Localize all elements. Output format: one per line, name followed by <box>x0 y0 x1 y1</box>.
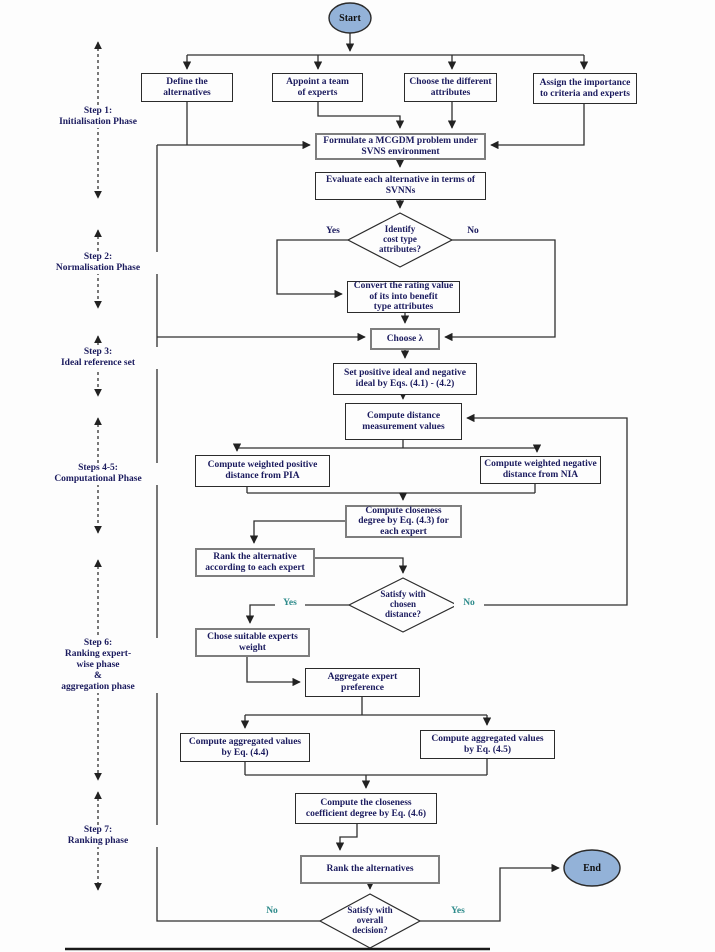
process-rank-alternatives: Rank the alternatives <box>300 855 440 884</box>
process-choose-lambda: Choose λ <box>370 328 440 350</box>
process-chose-weights: Chose suitable experts weight <box>195 628 310 657</box>
connector-merge-weighted <box>246 484 536 494</box>
branch-decision-yes: Yes <box>443 906 473 916</box>
process-formulate-problem: Formulate a MCGDM problem under SVNS env… <box>315 133 486 160</box>
branch-identify-yes: Yes <box>318 226 348 236</box>
connector-decision2-yes <box>245 604 349 624</box>
connector-assign-formulate <box>490 104 585 150</box>
connector-aggregate-split <box>245 697 487 716</box>
connector-weights-aggregate <box>246 657 301 687</box>
process-set-ideal: Set positive ideal and negative ideal by… <box>333 363 477 395</box>
decision-satisfy-distance <box>347 577 459 633</box>
connector-closeness-rankexpert <box>249 520 345 544</box>
connector-decision3-yes-end <box>420 863 560 922</box>
process-assign-importance: Assign the importance to criteria and ex… <box>533 73 637 104</box>
phase-label-steps45: Steps 4-5: Computational Phase <box>33 463 163 485</box>
branch-decision-no: No <box>257 906 287 916</box>
connector-coefficient-rankalt <box>335 824 358 851</box>
connector-decision2-no <box>457 413 628 606</box>
phase-label-step1: Step 1: Initialisation Phase <box>33 106 163 128</box>
phase-label-step3: Step 3: Ideal reference set <box>33 347 163 369</box>
branch-distance-yes: Yes <box>275 598 305 608</box>
start-label: Start <box>339 12 361 24</box>
connector-rankexpert-decision2 <box>315 557 408 574</box>
process-weighted-negative: Compute weighted negative distance from … <box>480 456 601 484</box>
connector-decision3-no-feedback <box>156 145 320 922</box>
phase-label-step2: Step 2: Normalisation Phase <box>33 252 163 274</box>
connector-decision1-yes <box>276 239 348 299</box>
decision-identify-cost <box>346 212 454 268</box>
process-appoint-experts: Appoint a team of experts <box>272 73 363 102</box>
process-weighted-positive: Compute weighted positive distance from … <box>195 455 330 487</box>
branch-identify-no: No <box>458 226 488 236</box>
process-closeness-degree: Compute closeness degree by Eq. (4.3) fo… <box>345 505 462 538</box>
process-aggregated-eq45: Compute aggregated values by Eq. (4.5) <box>420 730 555 759</box>
connector-appoint-formulate <box>317 102 405 129</box>
process-choose-attributes: Choose the different attributes <box>404 73 497 102</box>
decision-satisfy-decision <box>318 893 422 949</box>
start-node <box>328 2 372 34</box>
connector-decision1-no <box>444 239 556 342</box>
connector-distance-split <box>237 440 537 449</box>
end-node <box>563 849 621 887</box>
process-define-alternatives: Define the alternatives <box>141 73 233 102</box>
process-compute-distance: Compute distance measurement values <box>345 403 462 440</box>
phase-label-step7: Step 7: Ranking phase <box>33 825 163 847</box>
branch-distance-no: No <box>454 598 484 608</box>
process-evaluate-alternatives: Evaluate each alternative in terms of SV… <box>315 172 486 200</box>
process-convert-rating: Convert the rating value of its into ben… <box>347 281 460 313</box>
process-aggregated-eq44: Compute aggregated values by Eq. (4.4) <box>180 733 310 762</box>
end-label: End <box>583 862 601 874</box>
process-rank-per-expert: Rank the alternative according to each e… <box>195 548 315 577</box>
phase-label-step6: Step 6: Ranking expert- wise phase & agg… <box>33 638 163 693</box>
process-closeness-coefficient: Compute the closeness coefficient degree… <box>295 793 437 824</box>
process-aggregate-preference: Aggregate expert preference <box>305 668 420 697</box>
